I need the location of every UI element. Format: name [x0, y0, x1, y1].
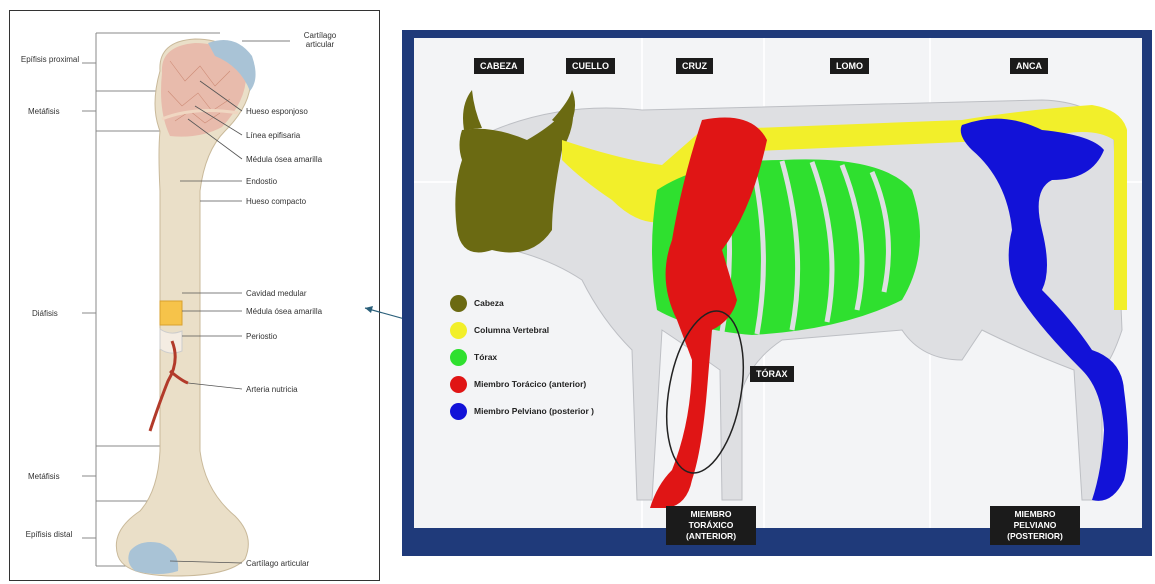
tag-cuello: CUELLO [566, 58, 615, 74]
cow-illustration [402, 30, 1152, 556]
legend-swatch [450, 349, 467, 366]
legend-swatch [450, 376, 467, 393]
tag-torax: TÓRAX [750, 366, 794, 382]
legend-swatch [450, 295, 467, 312]
tag-anca: ANCA [1010, 58, 1048, 74]
tag-cabeza: CABEZA [474, 58, 524, 74]
legend-label: Miembro Pelviano (posterior ) [474, 406, 594, 416]
tag-miembro-pelviano: MIEMBRO PELVIANO (POSTERIOR) [990, 506, 1080, 545]
legend-label: Tórax [474, 352, 497, 362]
legend-swatch [450, 403, 467, 420]
legend-label: Miembro Torácico (anterior) [474, 379, 586, 389]
legend-label: Cabeza [474, 298, 504, 308]
legend-label: Columna Vertebral [474, 325, 549, 335]
tag-lomo: LOMO [830, 58, 869, 74]
tag-miembro-toracico: MIEMBRO TORÁXICO (ANTERIOR) [666, 506, 756, 545]
legend-swatch [450, 322, 467, 339]
tag-cruz: CRUZ [676, 58, 713, 74]
cow-skeleton-panel: CABEZA CUELLO CRUZ LOMO ANCA TÓRAX MIEMB… [402, 30, 1152, 556]
